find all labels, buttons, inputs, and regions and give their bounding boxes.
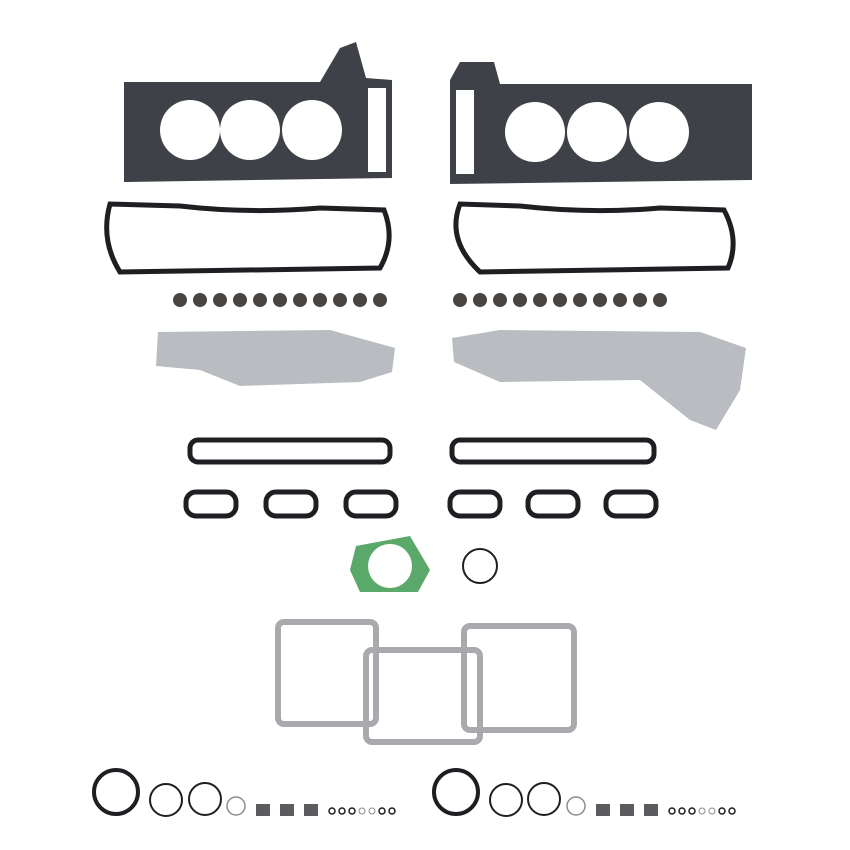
plenum-gaskets bbox=[275, 619, 577, 745]
o-ring-set-left bbox=[92, 768, 396, 817]
valve-stem-seals bbox=[173, 293, 667, 307]
valve-cover-gasket-right bbox=[453, 201, 736, 275]
valve-cover-gasket-left bbox=[104, 201, 392, 275]
clips-left bbox=[256, 804, 318, 816]
head-gasket-right bbox=[450, 62, 752, 184]
head-gasket-left bbox=[124, 42, 392, 182]
intake-gasket-left bbox=[187, 437, 393, 465]
intake-gasket-right bbox=[449, 437, 657, 465]
throttle-body-gasket bbox=[350, 536, 430, 592]
exhaust-heat-shield-right bbox=[452, 330, 746, 430]
o-ring-set-right bbox=[432, 768, 736, 817]
exhaust-heat-shield-left bbox=[156, 330, 395, 386]
o-ring-medium bbox=[462, 548, 498, 584]
port-gaskets bbox=[183, 489, 659, 519]
clips-right bbox=[596, 804, 658, 816]
